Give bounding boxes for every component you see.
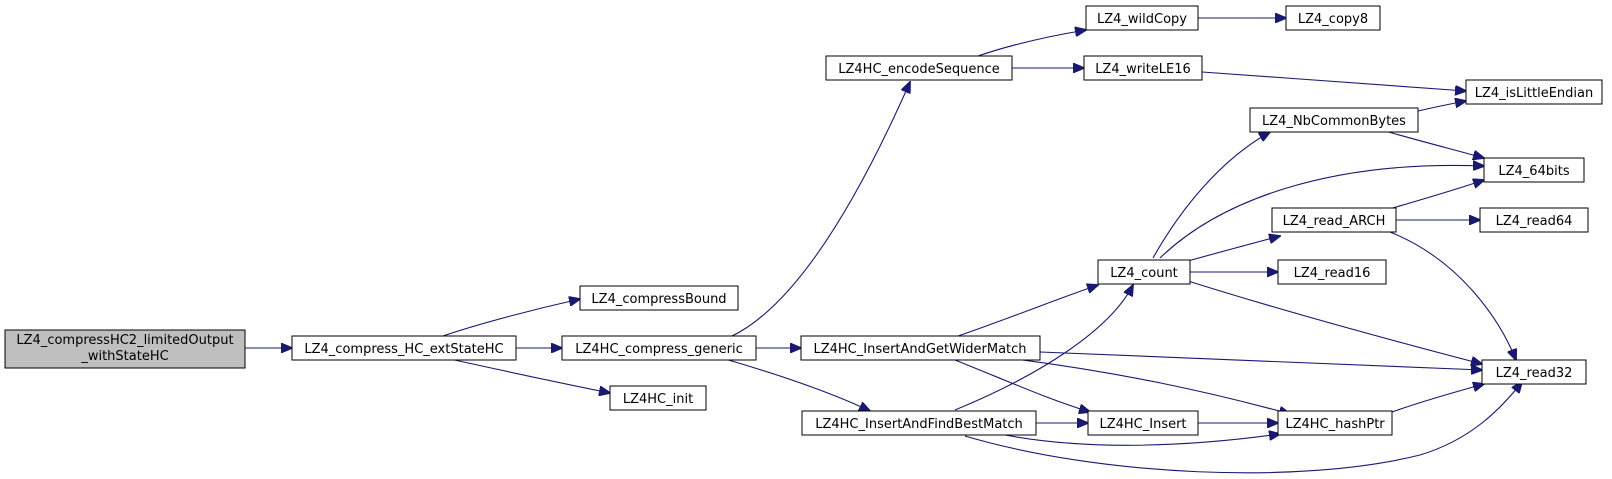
node-compress-generic[interactable]: LZ4HC_compress_generic (561, 335, 757, 361)
node-wild-copy-label: LZ4_wildCopy (1097, 12, 1187, 27)
node-insert-get-wider-label: LZ4HC_InsertAndGetWiderMatch (813, 342, 1026, 357)
edge-insert-find-best-to-hash-ptr (999, 434, 1280, 446)
node-compress-bound[interactable]: LZ4_compressBound (579, 285, 739, 311)
node-insert-find-best[interactable]: LZ4HC_InsertAndFindBestMatch (801, 410, 1037, 436)
node-read64[interactable]: LZ4_read64 (1479, 207, 1589, 233)
edge-read-arch-to-bits64 (1385, 180, 1484, 211)
edge-insert-find-best-to-count (954, 285, 1133, 411)
node-ext-state[interactable]: LZ4_compress_HC_extStateHC (291, 335, 517, 361)
edge-read-arch-to-read32 (1389, 231, 1516, 360)
edge-encode-sequence-to-wild-copy (977, 30, 1086, 57)
node-bits64-label: LZ4_64bits (1498, 164, 1569, 179)
node-encode-sequence[interactable]: LZ4HC_encodeSequence (825, 55, 1013, 81)
node-read64-label: LZ4_read64 (1496, 214, 1573, 229)
edge-hash-ptr-to-read32 (1391, 384, 1484, 413)
node-read-arch-label: LZ4_read_ARCH (1283, 214, 1386, 229)
node-wild-copy[interactable]: LZ4_wildCopy (1085, 5, 1199, 31)
edge-insert-get-wider-to-count (957, 285, 1098, 337)
node-read16-label: LZ4_read16 (1294, 266, 1371, 281)
edge-insert-get-wider-to-read32 (1039, 351, 1482, 370)
edge-count-to-bits64 (1159, 165, 1484, 259)
edge-nb-common-bytes-to-bits64 (1384, 130, 1484, 158)
node-copy8[interactable]: LZ4_copy8 (1285, 5, 1381, 31)
edge-count-to-nb-common-bytes (1152, 132, 1270, 259)
node-nb-common-bytes[interactable]: LZ4_NbCommonBytes (1249, 107, 1419, 133)
node-root-label-line1: LZ4_compressHC2_limitedOutput (16, 333, 233, 348)
node-write-le16-label: LZ4_writeLE16 (1095, 62, 1191, 77)
node-is-little-endian[interactable]: LZ4_isLittleEndian (1465, 79, 1603, 105)
node-copy8-label: LZ4_copy8 (1298, 12, 1368, 27)
node-read32-label: LZ4_read32 (1496, 366, 1573, 381)
edge-count-to-read-arch (1187, 236, 1280, 262)
node-compress-generic-label: LZ4HC_compress_generic (575, 342, 742, 357)
node-bits64[interactable]: LZ4_64bits (1483, 157, 1585, 183)
edge-insert-get-wider-to-insert (954, 359, 1090, 412)
node-encode-sequence-label: LZ4HC_encodeSequence (838, 62, 999, 77)
node-compress-bound-label: LZ4_compressBound (591, 292, 726, 307)
node-read32[interactable]: LZ4_read32 (1481, 359, 1587, 385)
edge-write-le16-to-is-little-endian (1201, 71, 1466, 91)
edge-compress-generic-to-insert-find-best (724, 358, 870, 411)
node-insert-get-wider[interactable]: LZ4HC_InsertAndGetWiderMatch (800, 335, 1041, 361)
node-insert-find-best-label: LZ4HC_InsertAndFindBestMatch (815, 417, 1023, 432)
edge-insert-find-best-to-read32 (964, 382, 1522, 474)
node-count[interactable]: LZ4_count (1097, 259, 1191, 285)
edge-nb-common-bytes-to-is-little-endian (1417, 101, 1466, 112)
node-hash-ptr-label: LZ4HC_hashPtr (1285, 417, 1385, 432)
node-init-label: LZ4HC_init (623, 392, 693, 407)
node-write-le16[interactable]: LZ4_writeLE16 (1083, 55, 1203, 81)
node-nb-common-bytes-label: LZ4_NbCommonBytes (1262, 114, 1406, 129)
edge-ext-state-to-init (449, 358, 610, 393)
node-ext-state-label: LZ4_compress_HC_extStateHC (304, 342, 503, 357)
edge-count-to-read32 (1187, 280, 1482, 364)
edge-compress-generic-to-encode-sequence (729, 82, 910, 338)
edge-ext-state-to-compress-bound (439, 299, 580, 338)
node-init[interactable]: LZ4HC_init (609, 385, 707, 411)
node-hash-ptr[interactable]: LZ4HC_hashPtr (1277, 410, 1393, 436)
node-read16[interactable]: LZ4_read16 (1277, 259, 1387, 285)
node-insert-label: LZ4HC_Insert (1099, 417, 1186, 432)
node-root-label-line2: _withStateHC (80, 349, 168, 364)
edge-insert-get-wider-to-hash-ptr (999, 356, 1290, 414)
node-count-label: LZ4_count (1110, 266, 1178, 281)
node-read-arch[interactable]: LZ4_read_ARCH (1271, 207, 1397, 233)
node-insert[interactable]: LZ4HC_Insert (1087, 410, 1199, 436)
node-is-little-endian-label: LZ4_isLittleEndian (1475, 86, 1594, 101)
node-root[interactable]: LZ4_compressHC2_limitedOutput _withState… (4, 329, 246, 369)
